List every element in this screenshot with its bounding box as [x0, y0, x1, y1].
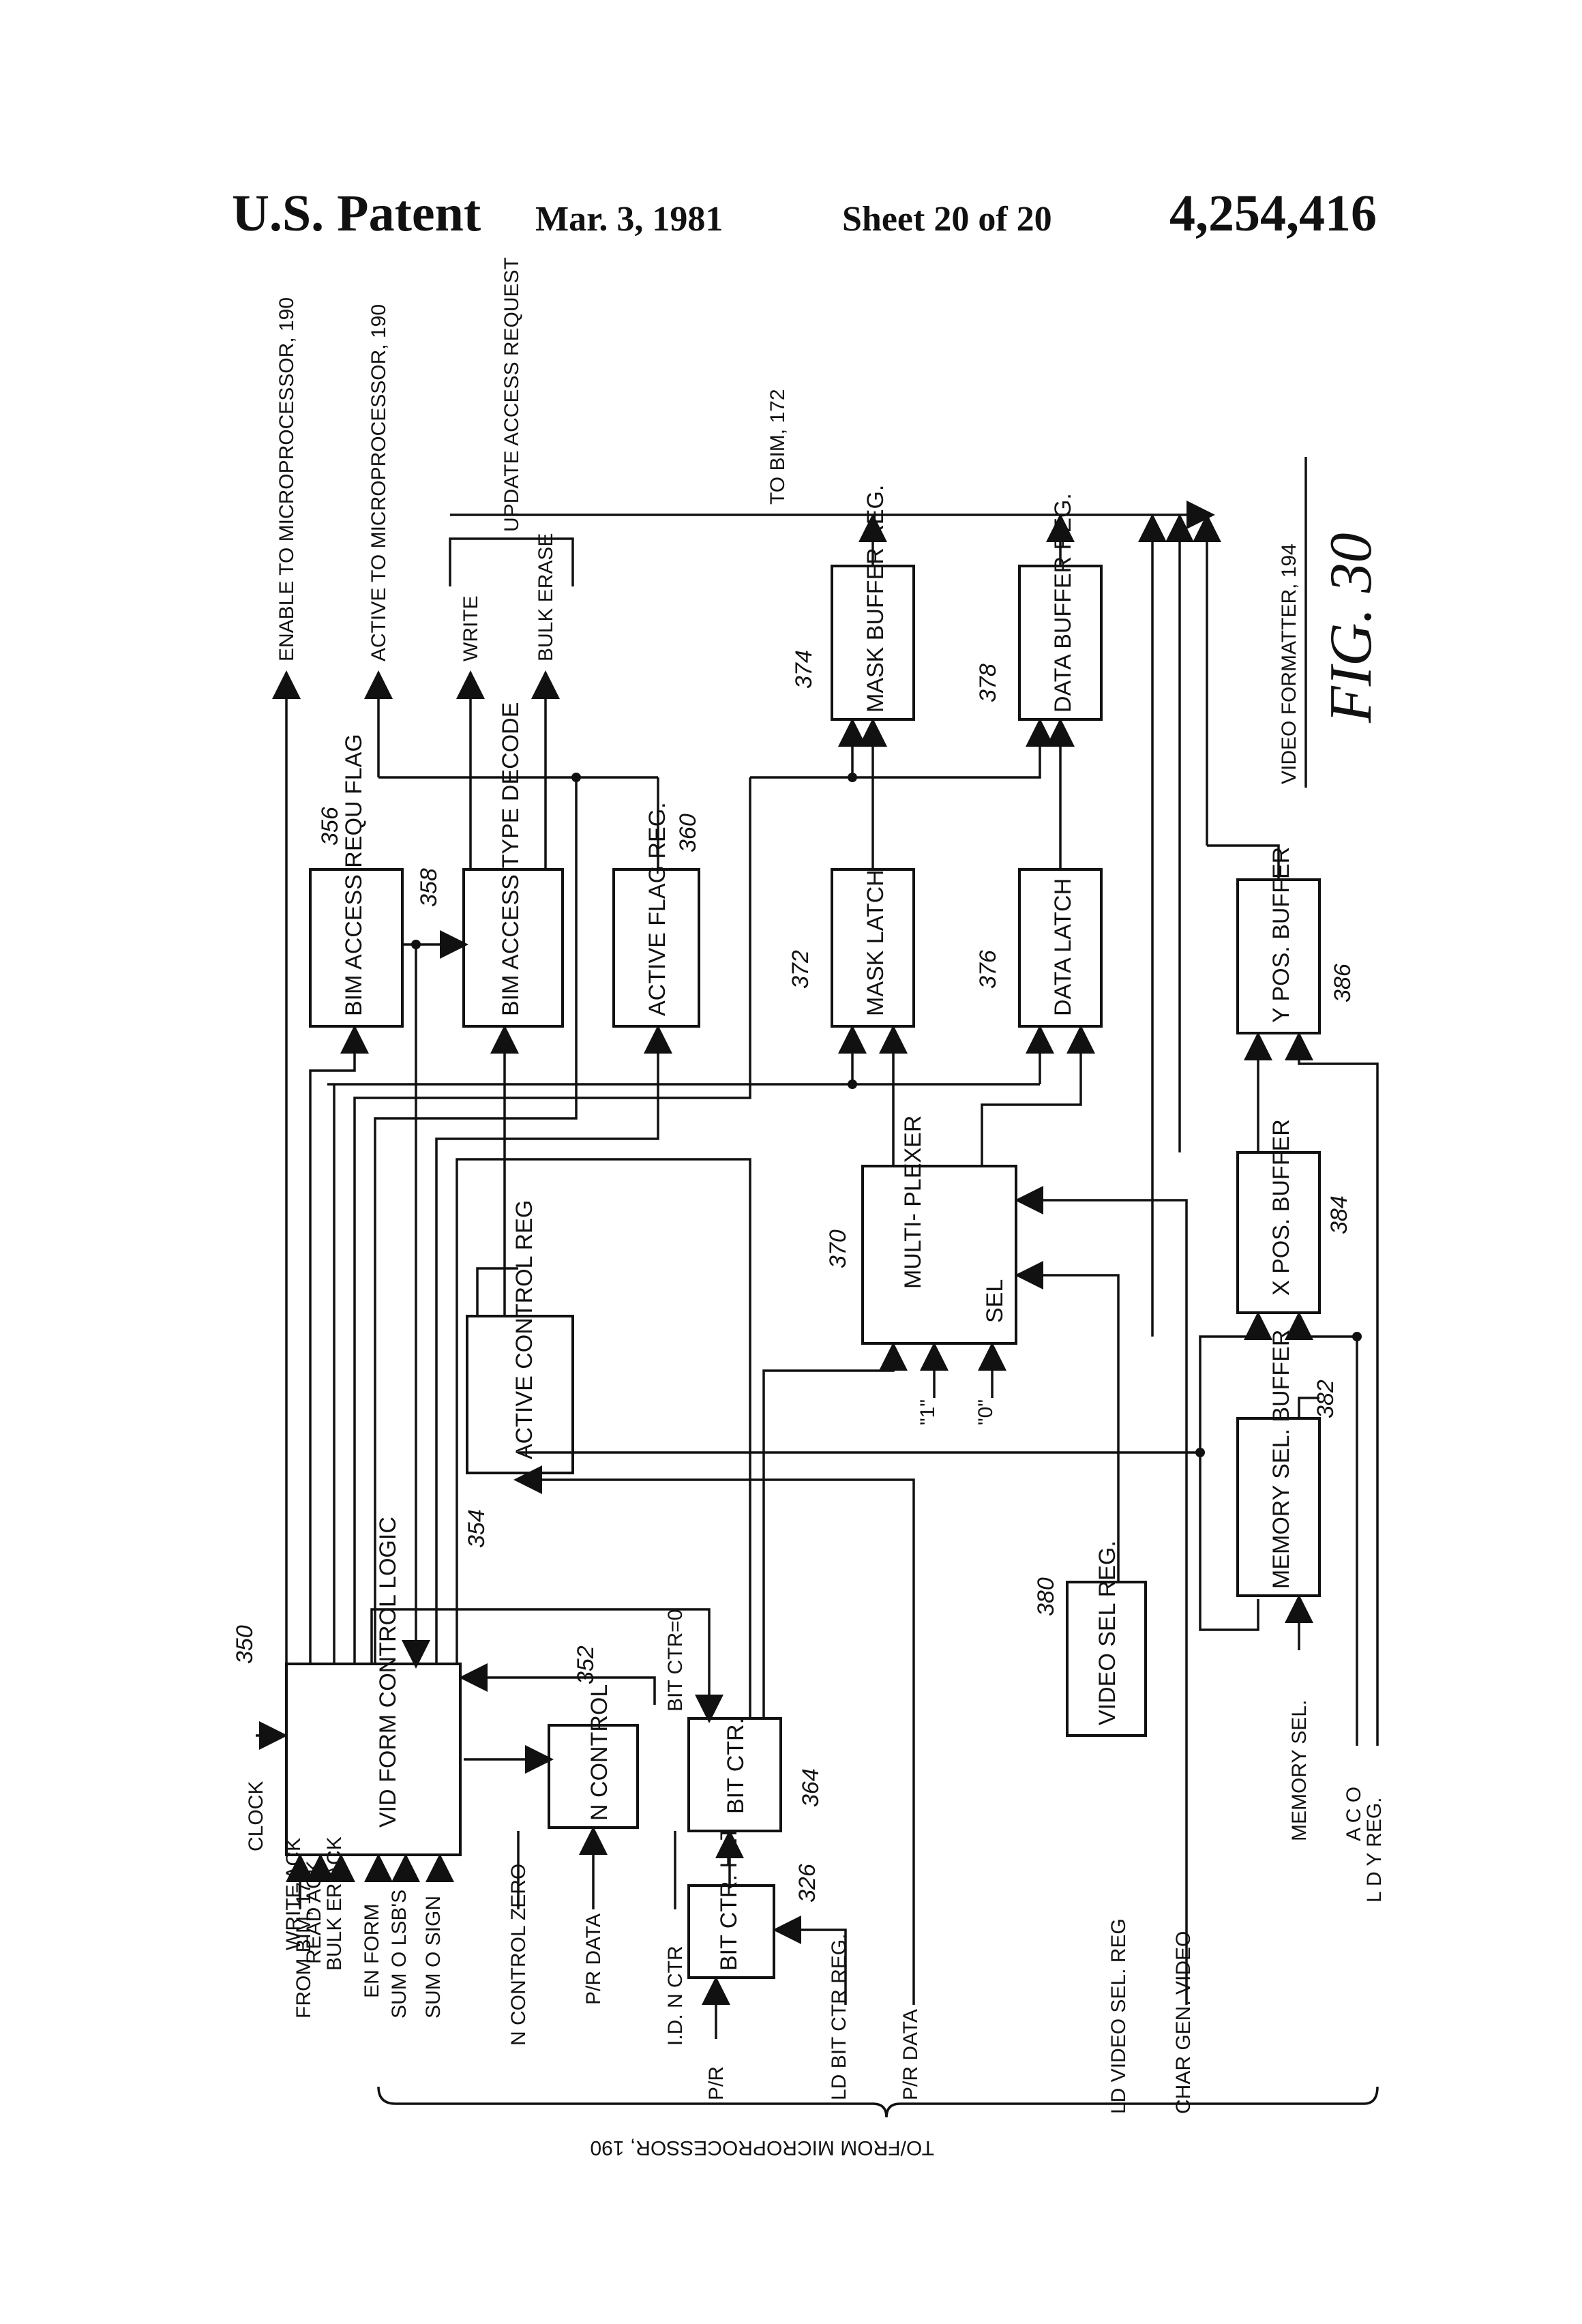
ref-380: 380 — [1033, 1577, 1059, 1616]
figure-caption: VIDEO FORMATTER, 194 — [1278, 543, 1300, 784]
block-356-label: BIM ACCESS REQU FLAG — [341, 734, 367, 1016]
bulk-erase-label: BULK ERASE — [535, 533, 557, 661]
pr-data2-label: P/R DATA — [899, 2009, 922, 2100]
ref-370: 370 — [825, 1230, 851, 1268]
ref-356: 356 — [317, 807, 343, 846]
ld-video-label: LD VIDEO SEL. REG — [1107, 1918, 1130, 2114]
ref-372: 372 — [788, 950, 814, 989]
block-376-label: DATA LATCH — [1050, 878, 1076, 1016]
bitctr-to-mux — [764, 1347, 893, 1718]
to-from-microprocessor-label: TO/FROM MICROPROCESSOR, 190 — [590, 2136, 934, 2159]
block-350-label: VID FORM CONTROL LOGIC — [375, 1517, 401, 1828]
enable-to-microprocessor-label: ENABLE TO MICROPROCESSOR, 190 — [275, 297, 298, 661]
pr-data-label: P/R DATA — [582, 1913, 605, 2005]
block-364-label: BIT CTR. — [723, 1718, 749, 1814]
write-ack-label: WRITE ACK — [282, 1838, 305, 1950]
ref-326: 326 — [794, 1864, 820, 1903]
read-ack-label: READ ACK — [303, 1860, 325, 1964]
write-label: WRITE — [460, 595, 482, 661]
pr-label: P/R — [705, 2066, 728, 2100]
figure-label: FIG. 30 — [1318, 533, 1384, 724]
to-bim-label: TO BIM, 172 — [766, 389, 789, 505]
ld-n-ctr-label: I.D. N CTR — [664, 1946, 687, 2046]
memory-sel-label: MEMORY SEL. — [1288, 1700, 1311, 1841]
junction — [848, 773, 857, 782]
block-350-vid-form-control-logic — [286, 1664, 460, 1855]
ctr-zero-to-ctl — [464, 1678, 655, 1705]
bit-ctr-zero-label: BIT CTR=0 — [664, 1609, 687, 1712]
block-382-label: MEMORY SEL. BUFFER — [1268, 1330, 1294, 1589]
ld-bit-ctr-label: LD BIT CTR REG. — [828, 1934, 850, 2100]
active-to-microprocessor-label: ACTIVE TO MICROPROCESSOR, 190 — [368, 304, 390, 661]
block-354-label: ACTIVE CONTROL REG — [511, 1200, 537, 1459]
n-control-zero-label: N CONTROL ZERO — [507, 1864, 530, 2046]
junction — [1352, 1332, 1362, 1341]
ld-y-reg-label: L D Y REG. — [1363, 1797, 1386, 1903]
en-form-label: EN FORM — [361, 1904, 383, 1998]
data-clk — [750, 723, 1040, 777]
block-384-label: X POS. BUFFER — [1268, 1119, 1294, 1296]
block-370-sel: SEL — [982, 1279, 1008, 1323]
block-380-label: VIDEO SEL REG. — [1094, 1540, 1120, 1725]
ref-358: 358 — [416, 868, 442, 907]
block-358-label: BIM ACCESS TYPE DECODE — [498, 702, 524, 1016]
mux-to-data — [982, 1030, 1081, 1166]
bottom-brace — [378, 2087, 1377, 2117]
mux-one-input: "1" — [916, 1399, 939, 1425]
ref-384: 384 — [1326, 1195, 1352, 1234]
sum-sign-label: SUM O SIGN — [422, 1896, 445, 2018]
sum-lsb-label: SUM O LSB'S — [388, 1890, 411, 2018]
ref-350: 350 — [232, 1625, 258, 1664]
block-374-label: MASK BUFFER REG. — [863, 485, 889, 713]
block-386-label: Y POS. BUFFER — [1268, 847, 1294, 1023]
ref-386: 386 — [1330, 964, 1356, 1002]
block-372-label: MASK LATCH — [863, 869, 889, 1016]
clock-label: CLOCK — [245, 1781, 267, 1851]
block-378-label: DATA BUFFER REG. — [1050, 493, 1076, 713]
mux-zero-input: "0" — [974, 1399, 997, 1425]
ctl-to-356 — [310, 1030, 355, 1664]
video-sel-to-mux — [1019, 1275, 1118, 1582]
block-352-label: N CONTROL — [586, 1684, 612, 1821]
char-gen-label: CHAR GEN. VIDEO — [1172, 1931, 1195, 2114]
block-370-label: MULTI- PLEXER — [900, 1116, 926, 1289]
ref-374: 374 — [791, 650, 817, 689]
ref-364: 364 — [798, 1768, 824, 1807]
ref-376: 376 — [975, 950, 1001, 989]
bulk-er-ack-label: BULK ER ACK — [323, 1836, 346, 1971]
junction — [411, 940, 421, 949]
update-access-request-label: UPDATE ACCESS REQUEST — [501, 257, 523, 532]
ref-360: 360 — [675, 814, 701, 852]
ref-354: 354 — [464, 1509, 490, 1548]
ref-378: 378 — [975, 664, 1001, 702]
aco-label: A C O — [1343, 1787, 1365, 1841]
